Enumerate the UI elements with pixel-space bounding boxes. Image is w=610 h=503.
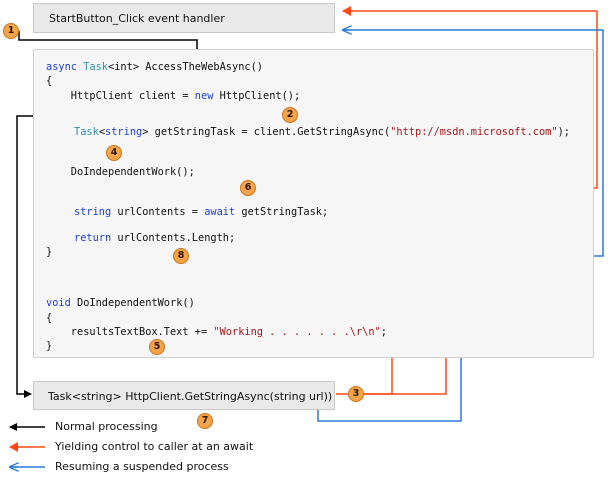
code-line-4: Task<string> getStringTask = client.GetS… (74, 126, 570, 138)
step-badge-2: 2 (282, 107, 298, 123)
code-line-2: { (46, 75, 53, 87)
step-badge-3: 3 (348, 386, 364, 402)
code-line-6: string urlContents = await getStringTask… (74, 206, 329, 218)
flow-1-to-code (18, 31, 201, 58)
code-line-9: void DoIndependentWork() (46, 297, 195, 309)
code-line-11: resultsTextBox.Text += "Working . . . . … (46, 326, 387, 338)
start-button-click-label: StartButton_Click event handler (49, 12, 225, 25)
legend-resume-label: Resuming a suspended process (55, 460, 229, 473)
legend-yield-label: Yielding control to caller at an await (55, 440, 254, 453)
start-button-click-box: StartButton_Click event handler (33, 3, 335, 33)
code-line-3: HttpClient client = new HttpClient(); (46, 90, 301, 102)
code-line-10: { (46, 312, 53, 324)
code-line-12: } (46, 340, 53, 352)
get-string-async-label: Task<string> HttpClient.GetStringAsync(s… (48, 390, 333, 403)
step-badge-7: 7 (197, 413, 213, 429)
code-line-7: return urlContents.Length; (74, 232, 236, 244)
code-line-1: async Task<int> AccessTheWebAsync() (46, 61, 263, 73)
step-badge-5: 5 (149, 339, 165, 355)
step-badge-4: 4 (106, 145, 122, 161)
step-badge-8: 8 (173, 248, 189, 264)
legend-normal-label: Normal processing (55, 420, 158, 433)
get-string-async-box: Task<string> HttpClient.GetStringAsync(s… (33, 381, 335, 410)
step-badge-1: 1 (3, 23, 19, 39)
code-panel: async Task<int> AccessTheWebAsync() { Ht… (33, 49, 594, 358)
code-line-8: } (46, 246, 53, 258)
code-line-5: DoIndependentWork(); (46, 166, 195, 178)
step-badge-6: 6 (240, 180, 256, 196)
